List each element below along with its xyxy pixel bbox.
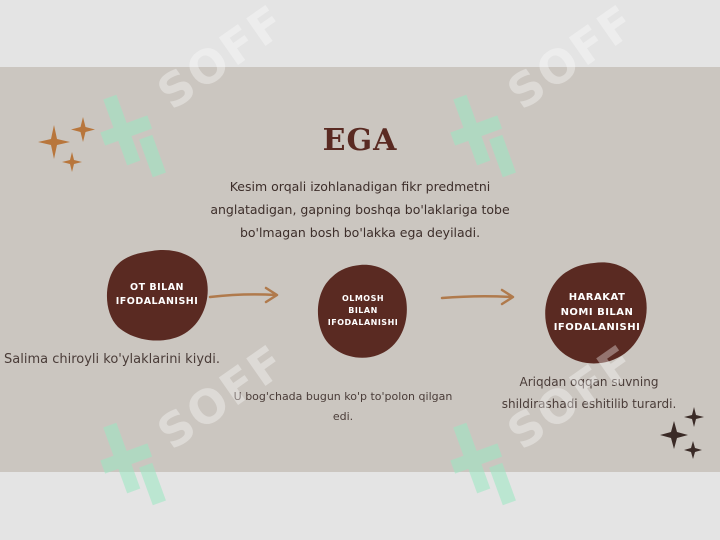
- example-text: Salima chiroyli ko'ylaklarini kiydi.: [4, 352, 221, 367]
- definition-text: Kesim orqali izohlanadigan fikr predmetn…: [210, 179, 510, 240]
- sparkle-icon: [38, 117, 95, 172]
- node-label: OT BILAN IFODALANISHI: [115, 282, 199, 307]
- node-label: HARAKAT NOMI BILAN IFODALANISHI: [553, 291, 641, 333]
- blob-shape: [317, 264, 407, 358]
- soff-logo-icon: [100, 422, 166, 506]
- soff-logo-icon: [100, 94, 166, 178]
- slide-title: EGA: [322, 123, 398, 158]
- bottom-margin: [0, 472, 720, 540]
- example-text: U bog'chada bugun ko'p to'polon qilgan e…: [233, 390, 453, 423]
- blob-shape: [106, 250, 208, 341]
- node-label: OLMOSH BILAN IFODALANISHI: [327, 294, 399, 327]
- node-verbal-noun: HARAKAT NOMI BILAN IFODALANISHI: [544, 259, 650, 365]
- soff-logo-icon: [450, 94, 516, 178]
- arrow-right-icon: [440, 288, 515, 306]
- top-margin: [0, 0, 720, 67]
- example-text: Ariqdan oqqan suvning shildirashadi eshi…: [501, 375, 677, 411]
- node-pronoun: OLMOSH BILAN IFODALANISHI: [316, 263, 410, 359]
- soff-logo-icon: [450, 422, 516, 506]
- arrow-right-icon: [208, 286, 279, 304]
- sparkle-icon: [660, 407, 704, 459]
- blob-shape: [545, 262, 647, 364]
- node-noun: OT BILAN IFODALANISHI: [104, 247, 210, 343]
